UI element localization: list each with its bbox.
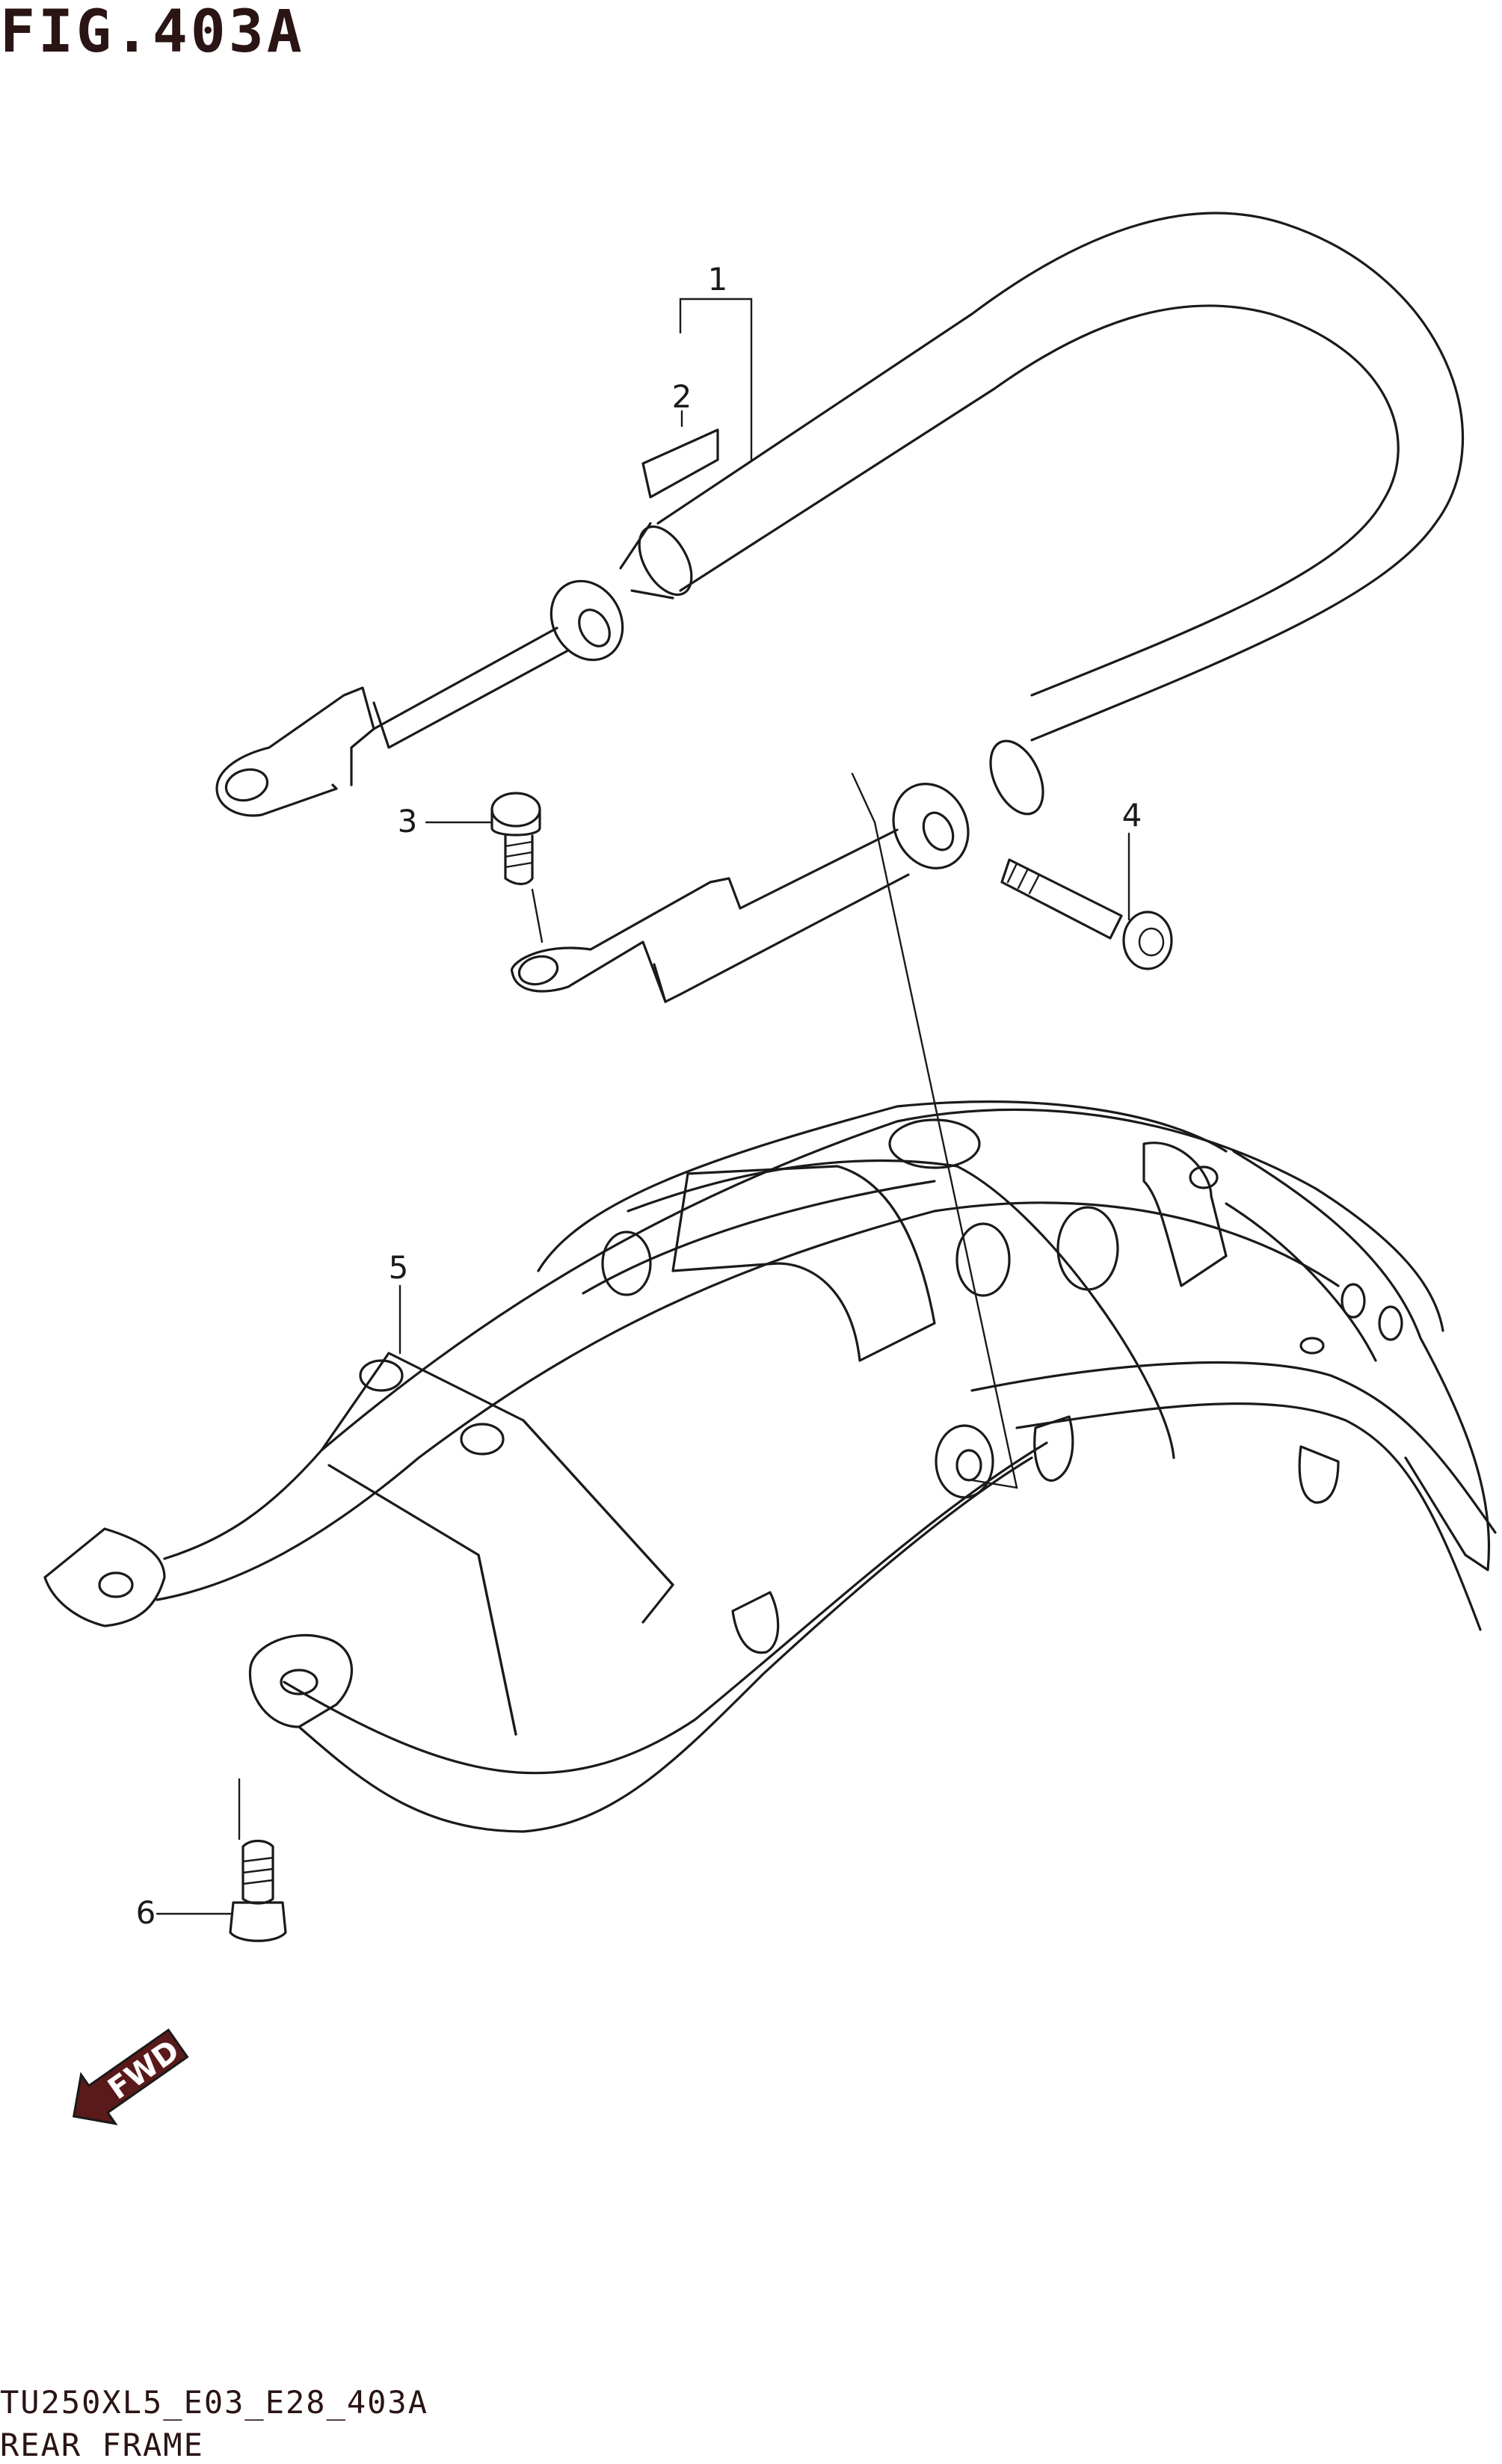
- socket-bolt-4: [1000, 858, 1173, 970]
- bolt-6: [229, 1839, 287, 1942]
- callout-1: 1: [708, 261, 728, 298]
- callout-4: 4: [1122, 797, 1142, 834]
- figure-code: TU250XL5_E03_E28_403A: [0, 2384, 429, 2421]
- rear-frame: [43, 772, 1497, 1833]
- callout-5: 5: [389, 1249, 409, 1286]
- leader-lines: [156, 298, 1130, 1915]
- label-plate: [641, 428, 719, 499]
- fwd-arrow-icon: FWD: [72, 2028, 189, 2125]
- callout-2: 2: [672, 378, 692, 415]
- figure-name: REAR FRAME: [0, 2427, 204, 2463]
- callout-6: 6: [136, 1894, 156, 1931]
- figure-title: FIG.403A: [0, 0, 305, 66]
- bolt-3: [490, 792, 541, 886]
- callout-3: 3: [398, 803, 418, 840]
- grab-rail: [215, 212, 1465, 1003]
- fwd-label: FWD: [102, 2033, 185, 2107]
